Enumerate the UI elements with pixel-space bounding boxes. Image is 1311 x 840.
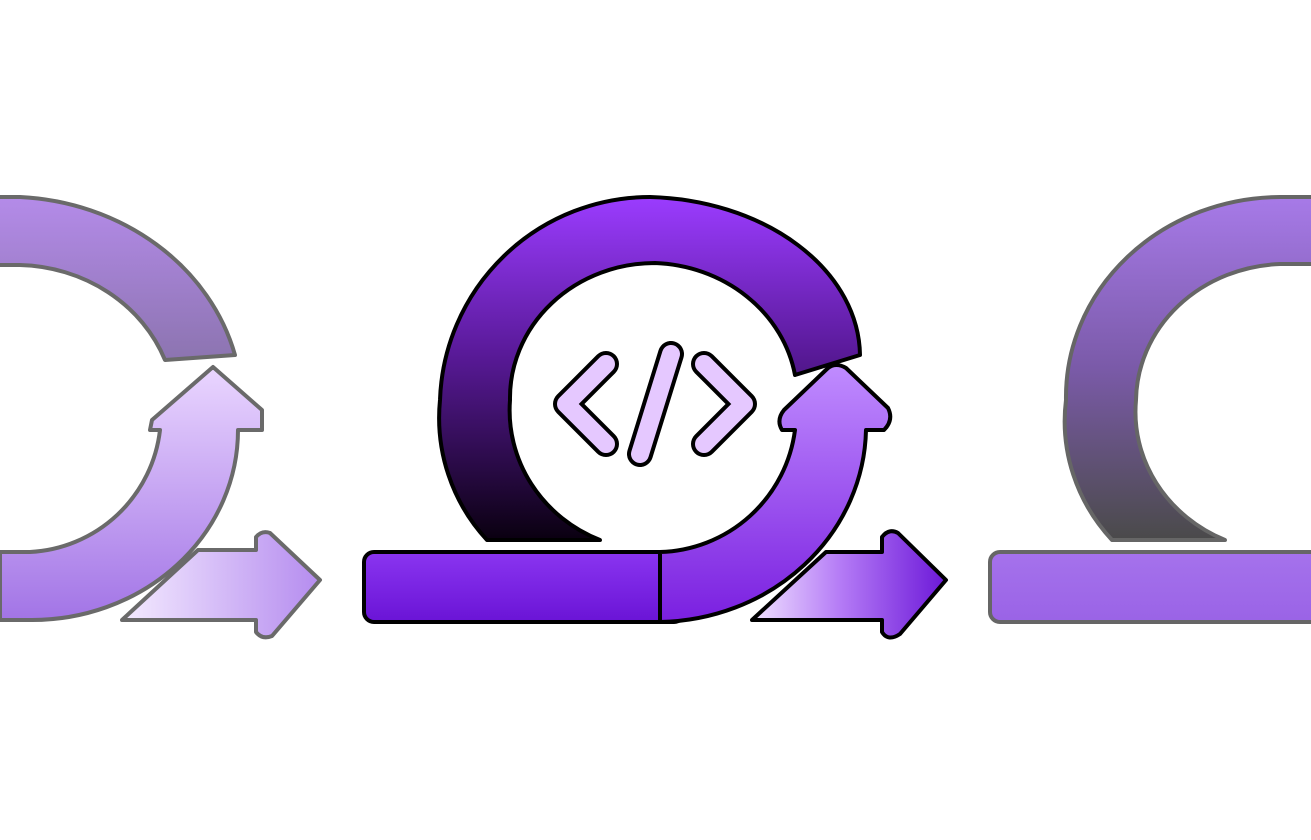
left-curl: [0, 365, 264, 623]
code-symbol-icon: [553, 341, 757, 467]
center-forward-arrow: [750, 529, 948, 640]
center-ring: [437, 195, 862, 542]
sprint-cycle-icon-center: [362, 195, 948, 640]
left-ring: [0, 195, 237, 362]
sprint-cycle-icon-right: [988, 195, 1311, 624]
left-forward-arrow: [120, 530, 322, 640]
sprint-cycle-icon-left: [0, 195, 322, 640]
center-base-bar: [362, 550, 686, 624]
right-base-bar: [988, 550, 1311, 624]
right-ring: [1062, 195, 1311, 542]
center-curl-arrow: [658, 363, 893, 624]
